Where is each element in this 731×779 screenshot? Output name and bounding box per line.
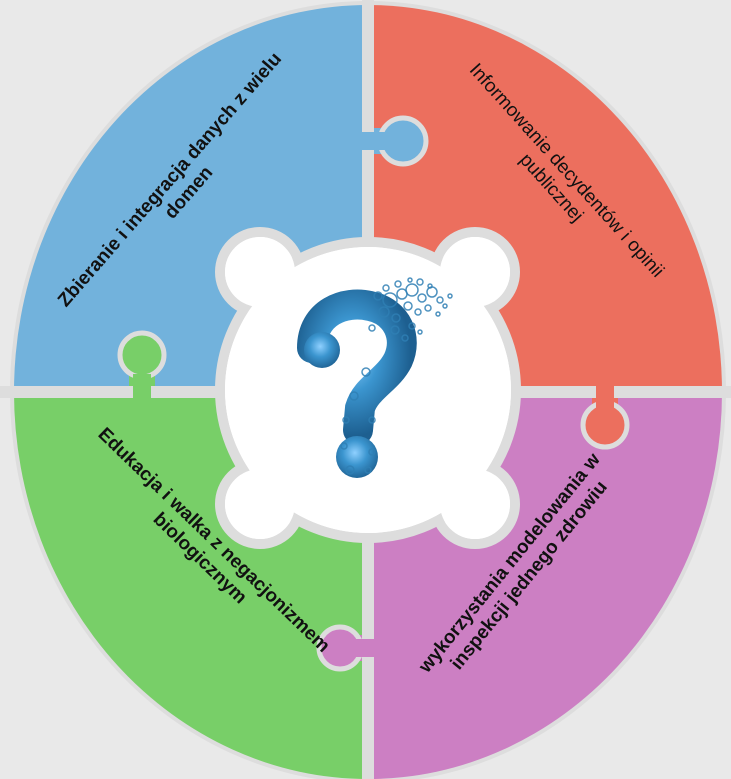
question-mark-particle xyxy=(373,291,383,301)
knob-left xyxy=(117,330,167,380)
knob-top-bridge xyxy=(356,132,392,150)
knob-bridges xyxy=(133,132,614,657)
knob-right xyxy=(580,400,630,450)
question-mark-particle xyxy=(368,324,376,332)
knob-left-bridge xyxy=(133,374,151,404)
question-mark-particle xyxy=(382,292,398,308)
question-mark-particles xyxy=(340,277,453,475)
question-mark-particle xyxy=(349,391,359,401)
question-mark-particle xyxy=(364,466,372,474)
question-mark-particle xyxy=(391,313,401,323)
question-mark-particle xyxy=(442,303,448,309)
question-mark-dot xyxy=(336,436,378,478)
question-mark-particle xyxy=(403,301,413,311)
question-mark-particle xyxy=(436,296,444,304)
question-mark-particle xyxy=(427,283,433,289)
question-mark-particle xyxy=(342,416,350,424)
knob-bottom-bridge xyxy=(350,639,380,657)
question-mark-particle xyxy=(382,284,390,292)
question-mark-particle xyxy=(414,308,422,316)
question-mark-particle xyxy=(361,367,371,377)
question-mark-particle xyxy=(390,325,400,335)
knob-right-bridge xyxy=(596,380,614,408)
question-mark-particle xyxy=(417,329,423,335)
question-mark-particle xyxy=(368,448,376,456)
question-mark-particle xyxy=(340,442,348,450)
question-mark-particle xyxy=(408,322,416,330)
question-mark-particle xyxy=(407,277,413,283)
question-mark-particle xyxy=(416,278,424,286)
question-mark-particle xyxy=(447,293,453,299)
question-mark-icon xyxy=(297,277,453,478)
question-mark-particle xyxy=(405,283,419,297)
question-mark-particle xyxy=(345,465,355,475)
question-mark-particle xyxy=(378,306,390,318)
question-mark-particle xyxy=(417,293,427,303)
question-mark-particle xyxy=(401,334,409,342)
question-mark-particle xyxy=(435,311,441,317)
question-mark-particle xyxy=(368,416,376,424)
question-mark-particle xyxy=(394,280,402,288)
question-mark-hook xyxy=(304,332,340,368)
question-mark-particle xyxy=(424,304,432,312)
